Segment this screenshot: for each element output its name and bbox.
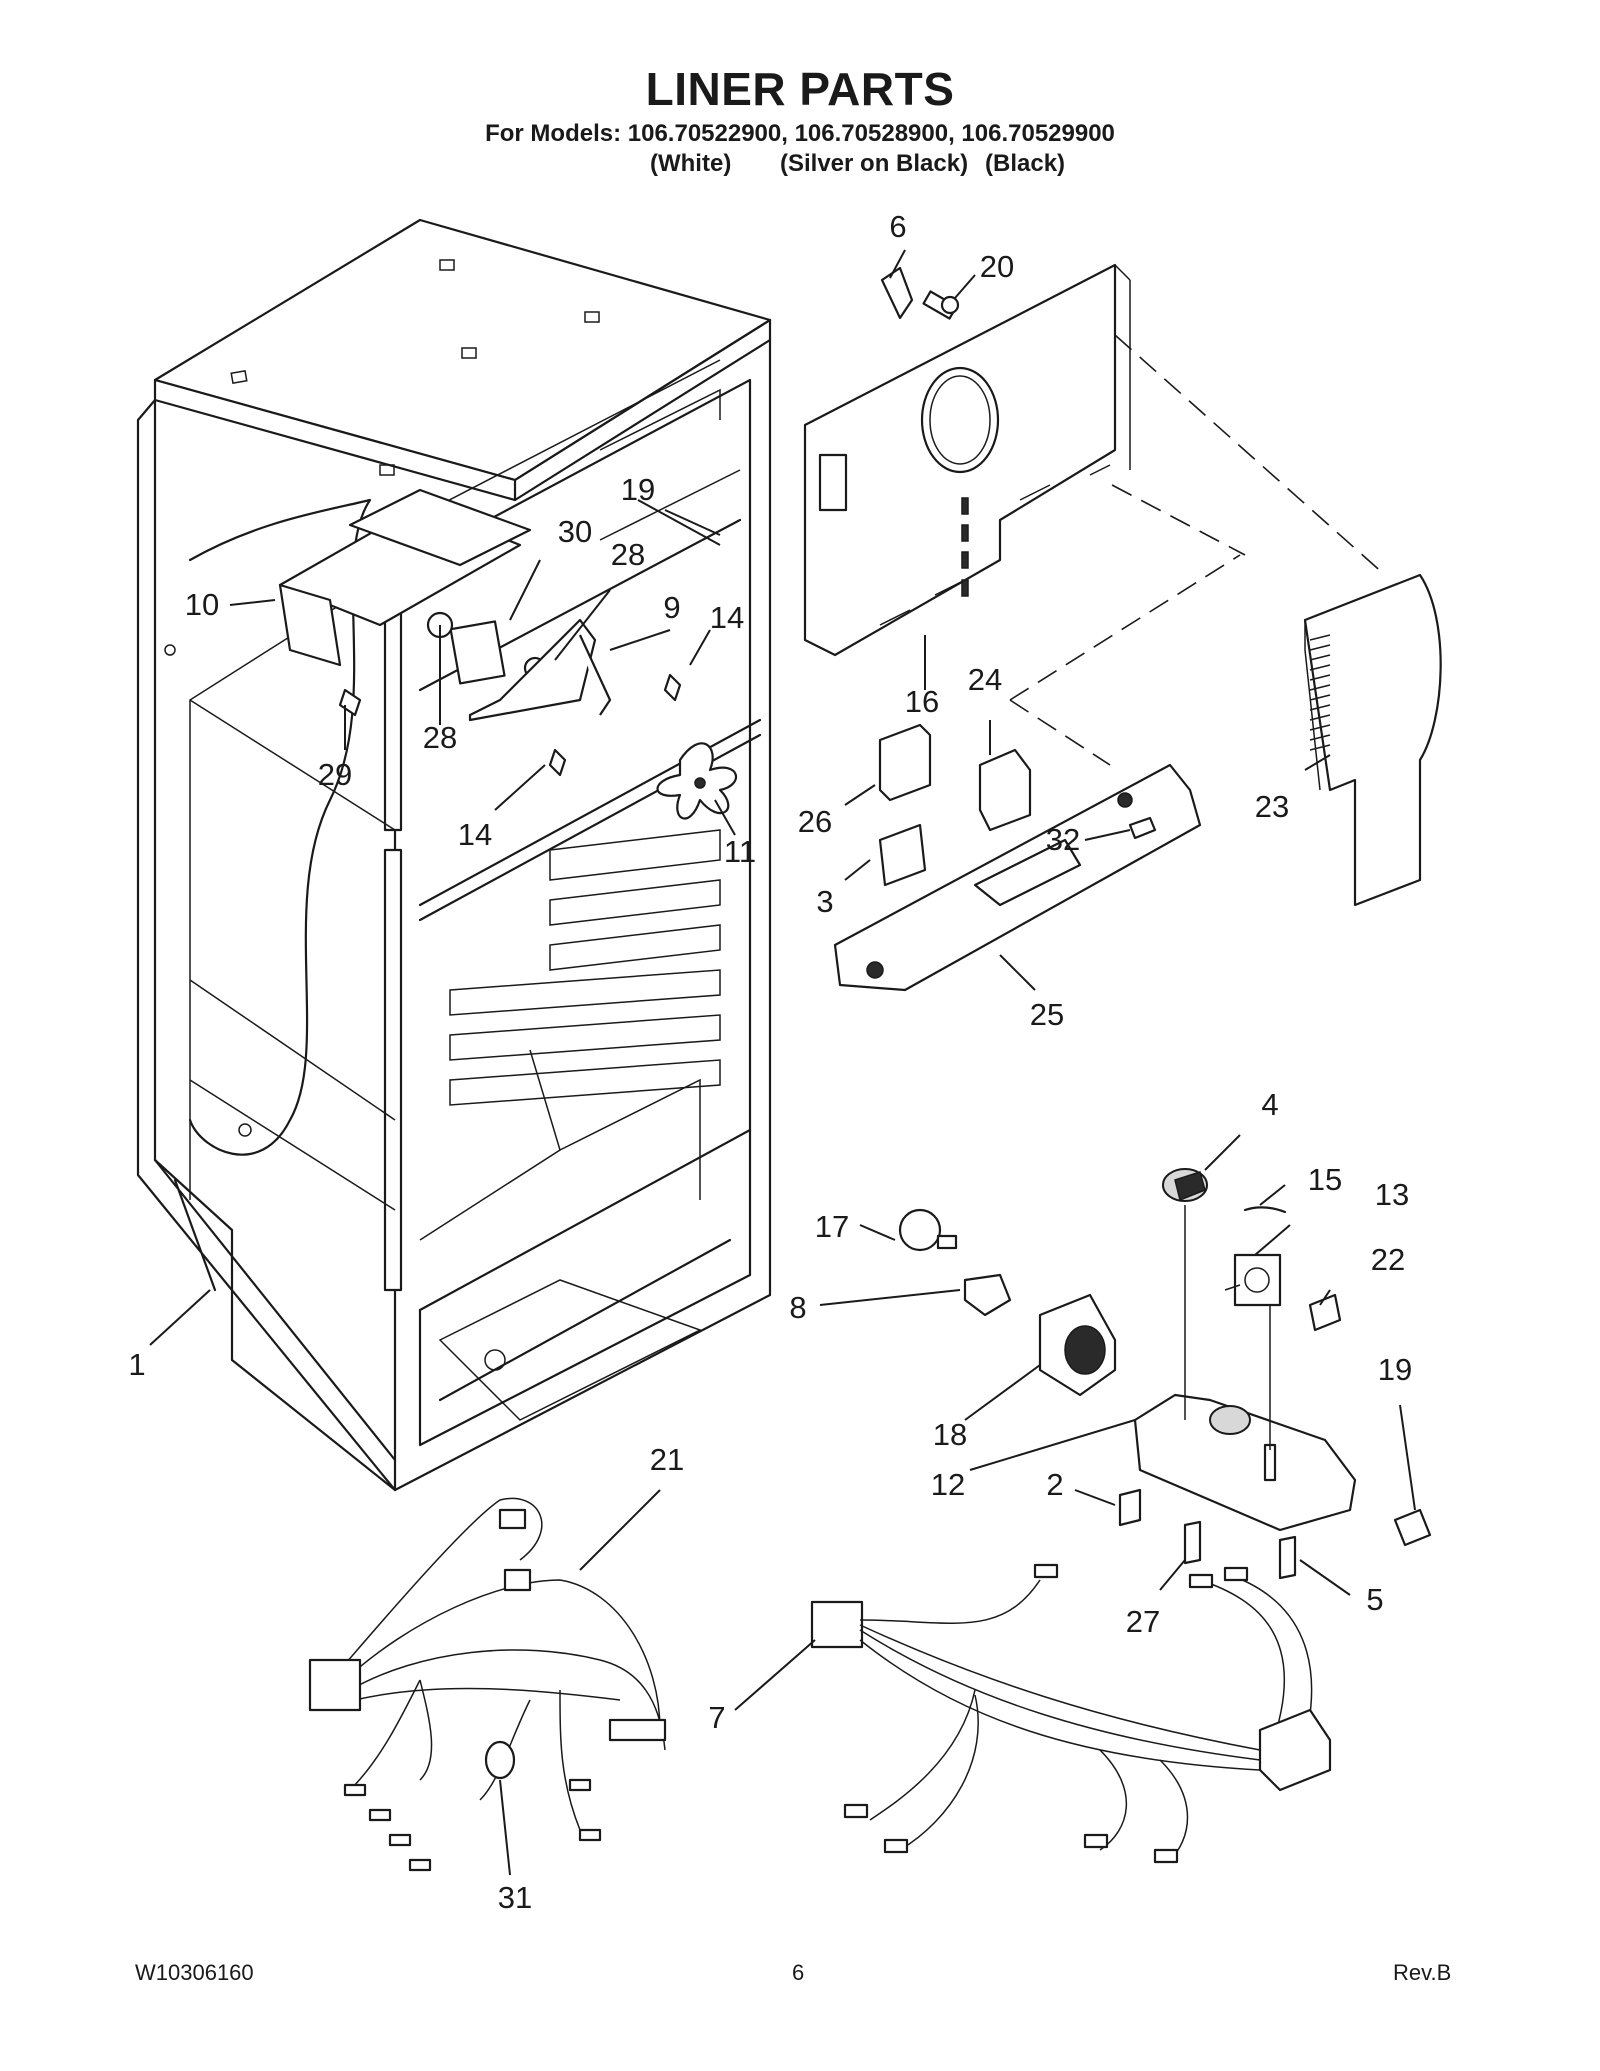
callout-3: 3 (816, 884, 833, 919)
callout-13: 13 (1375, 1177, 1409, 1212)
callout-20: 20 (980, 249, 1014, 284)
doc-number: W10306160 (135, 1960, 254, 1985)
leader-lines (149, 249, 1416, 1876)
callout-2: 2 (1046, 1467, 1063, 1502)
callout-24: 24 (968, 662, 1002, 697)
wire-harness-21 (308, 1497, 667, 1872)
callout-5: 5 (1366, 1582, 1383, 1617)
variant-white: (White) (650, 150, 732, 177)
callout-21: 21 (650, 1442, 684, 1477)
light-thermostat-assembly (898, 1168, 1432, 1580)
callout-18: 18 (933, 1417, 967, 1452)
page-title: LINER PARTS (645, 63, 955, 115)
callout-32: 32 (1046, 822, 1080, 857)
callout-30: 30 (558, 514, 592, 549)
callout-28: 28 (611, 537, 645, 572)
callout-19b: 19 (1378, 1352, 1412, 1387)
callout-4: 4 (1261, 1087, 1278, 1122)
refrigerator-liner (136, 218, 772, 1492)
callout-14b: 14 (458, 817, 492, 852)
callout-22: 22 (1371, 1242, 1405, 1277)
models-line: For Models: 106.70522900, 106.70528900, … (485, 120, 1115, 147)
variant-silver-on-black: (Silver on Black) (780, 150, 969, 177)
callout-29: 29 (318, 757, 352, 792)
callout-1: 1 (128, 1347, 145, 1382)
fan-motor-assembly (278, 488, 738, 820)
model-variants: (White) (Silver on Black) (Black) (0, 150, 1600, 180)
callout-7: 7 (708, 1700, 725, 1735)
callout-17: 17 (815, 1209, 849, 1244)
callout-12: 12 (931, 1467, 965, 1502)
callout-26: 26 (798, 804, 832, 839)
callout-27: 27 (1126, 1604, 1160, 1639)
callout-19: 19 (621, 472, 655, 507)
callout-11: 11 (724, 834, 756, 869)
control-housing (833, 723, 1202, 992)
callout-8: 8 (789, 1290, 806, 1325)
variant-black: (Black) (985, 150, 1066, 177)
callout-23: 23 (1255, 789, 1289, 824)
callout-31: 31 (498, 1880, 532, 1915)
page-number: 6 (792, 1960, 805, 1985)
air-duct-cover (1303, 573, 1442, 907)
callout-14: 14 (710, 600, 744, 635)
callout-10: 10 (185, 587, 219, 622)
callout-25: 25 (1030, 997, 1064, 1032)
callout-6: 6 (889, 209, 906, 244)
part-callouts: 6 20 19 30 28 9 14 10 29 28 14 11 16 24 … (128, 209, 1412, 1915)
callout-15: 15 (1308, 1162, 1342, 1197)
revision-label: Rev.B (1393, 1960, 1452, 1985)
callout-9: 9 (663, 590, 680, 625)
evaporator-cover-panel (803, 263, 1386, 766)
callout-28b: 28 (423, 720, 457, 755)
callout-16: 16 (905, 684, 939, 719)
wire-harness-7 (810, 1563, 1332, 1864)
